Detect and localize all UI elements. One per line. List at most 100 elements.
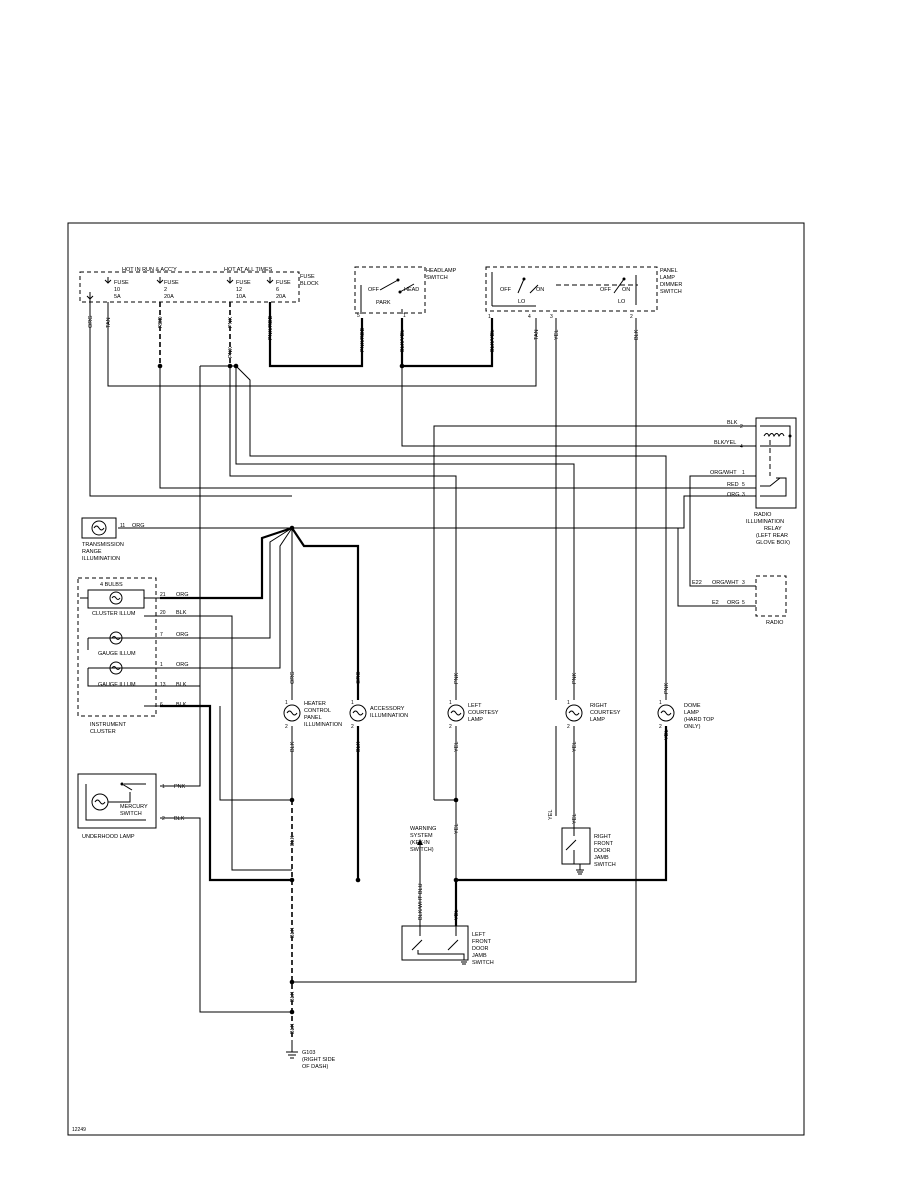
svg-text:BLK: BLK xyxy=(290,741,296,752)
svg-text:PNK/RED: PNK/RED xyxy=(268,316,274,340)
svg-text:SWITCH: SWITCH xyxy=(660,289,682,295)
svg-text:2: 2 xyxy=(630,314,633,320)
fuse-block: HOT IN RUN & ACC'Y HOT AT ALL TIMES FUSE… xyxy=(79,267,319,303)
svg-text:FUSE: FUSE xyxy=(300,274,315,280)
dome-lamp: 1 2 DOME LAMP (HARD TOP ONLY) xyxy=(657,700,714,730)
svg-text:JAMB: JAMB xyxy=(472,953,487,959)
svg-text:CLUSTER ILLUM: CLUSTER ILLUM xyxy=(92,611,136,617)
svg-text:BLK/YEL: BLK/YEL xyxy=(714,440,736,446)
svg-text:ONLY): ONLY) xyxy=(684,724,701,730)
left-courtesy-lamp: 1 2 LEFT COURTESY LAMP xyxy=(447,700,499,730)
svg-text:RADIO: RADIO xyxy=(754,512,772,518)
left-front-door-jamb-switch: LEFT FRONT DOOR JAMB SWITCH xyxy=(401,925,494,966)
svg-text:ON: ON xyxy=(622,287,630,293)
svg-text:FRONT: FRONT xyxy=(472,939,492,945)
svg-text:OFF: OFF xyxy=(600,287,612,293)
svg-text:PANEL: PANEL xyxy=(304,715,322,721)
svg-text:ORG: ORG xyxy=(356,671,362,684)
right-courtesy-lamp: 1 2 RIGHT COURTESY LAMP xyxy=(565,700,621,730)
svg-text:RANGE: RANGE xyxy=(82,549,102,555)
svg-text:HOT IN RUN & ACC'Y: HOT IN RUN & ACC'Y xyxy=(122,267,177,273)
svg-text:2: 2 xyxy=(351,724,354,730)
svg-text:(RIGHT SIDE: (RIGHT SIDE xyxy=(302,1057,336,1063)
fuse-10: FUSE 10 5A xyxy=(104,277,129,300)
svg-text:13: 13 xyxy=(160,682,166,688)
svg-text:2: 2 xyxy=(449,724,452,730)
svg-text:YEL: YEL xyxy=(454,910,460,920)
svg-text:YEL: YEL xyxy=(454,824,460,834)
svg-text:PARK: PARK xyxy=(376,300,391,306)
svg-text:PANEL: PANEL xyxy=(660,268,678,274)
svg-text:GAUGE ILLUM: GAUGE ILLUM xyxy=(98,682,136,688)
svg-text:4: 4 xyxy=(528,314,531,320)
svg-text:BLK: BLK xyxy=(290,927,296,938)
svg-text:21: 21 xyxy=(160,592,166,598)
svg-text:ON: ON xyxy=(536,287,544,293)
radio-illumination-relay: BLK 2 BLK/YEL 4 ORG/WHT 1 RED 5 ORG 3 RA… xyxy=(710,417,797,546)
svg-text:BLK: BLK xyxy=(290,991,296,1002)
figure-id: 12249 xyxy=(72,1127,86,1133)
svg-text:PNK/RED: PNK/RED xyxy=(360,328,366,352)
svg-text:COURTESY: COURTESY xyxy=(590,710,621,716)
svg-text:1: 1 xyxy=(403,313,406,319)
wires xyxy=(89,302,756,1040)
svg-text:RADIO: RADIO xyxy=(766,620,784,626)
svg-text:2: 2 xyxy=(285,724,288,730)
svg-text:BLK: BLK xyxy=(356,741,362,752)
svg-text:SWITCH: SWITCH xyxy=(594,862,616,868)
svg-text:YEL: YEL xyxy=(554,330,560,340)
svg-text:OFF: OFF xyxy=(368,287,380,293)
svg-text:PNK: PNK xyxy=(174,784,186,790)
svg-text:5A: 5A xyxy=(114,294,121,300)
svg-text:PNK: PNK xyxy=(228,316,234,328)
svg-text:1: 1 xyxy=(567,700,570,706)
svg-text:LAMP: LAMP xyxy=(660,275,675,281)
svg-text:(LEFT REAR: (LEFT REAR xyxy=(756,533,788,539)
svg-text:1: 1 xyxy=(659,700,662,706)
fuse-12: FUSE 12 10A xyxy=(226,277,251,300)
svg-text:SYSTEM: SYSTEM xyxy=(410,833,433,839)
svg-text:TRANSMISSION: TRANSMISSION xyxy=(82,542,124,548)
svg-text:1: 1 xyxy=(160,662,163,668)
splice-points xyxy=(157,363,459,1015)
svg-text:7: 7 xyxy=(160,632,163,638)
svg-text:1: 1 xyxy=(162,784,165,790)
svg-text:20A: 20A xyxy=(276,294,286,300)
underhood-lamp: MERCURY SWITCH 1 PNK 2 BLK UNDERHOOD LAM… xyxy=(77,773,186,840)
svg-text:ORG: ORG xyxy=(176,592,189,598)
warning-system-arrow: WARNING SYSTEM (KEY-IN SWITCH) xyxy=(410,826,436,853)
svg-text:YEL: YEL xyxy=(548,810,554,820)
svg-text:E22: E22 xyxy=(692,580,702,586)
svg-text:RED: RED xyxy=(158,316,164,328)
diagram-frame xyxy=(67,222,805,1136)
svg-text:COURTESY: COURTESY xyxy=(468,710,499,716)
svg-text:11: 11 xyxy=(120,523,125,529)
svg-text:CLUSTER: CLUSTER xyxy=(90,729,116,735)
svg-text:ORG: ORG xyxy=(727,600,740,606)
ground-g103: G103 (RIGHT SIDE OF DASH) xyxy=(286,1040,336,1070)
svg-text:WARNING: WARNING xyxy=(410,826,436,832)
svg-text:HEAD: HEAD xyxy=(404,287,419,293)
svg-text:ORG: ORG xyxy=(132,523,145,529)
instrument-cluster: 4 BULBS CLUSTER ILLUM GAUGE ILLUM GAUGE … xyxy=(77,577,189,735)
svg-text:RIGHT: RIGHT xyxy=(590,703,608,709)
svg-text:1: 1 xyxy=(285,700,288,706)
svg-text:BLK: BLK xyxy=(290,1023,296,1034)
svg-text:ILLUMINATION: ILLUMINATION xyxy=(82,556,120,562)
svg-text:LAMP: LAMP xyxy=(590,717,605,723)
svg-text:YEL: YEL xyxy=(572,742,578,752)
transmission-range-illumination: 11 ORG TRANSMISSION RANGE ILLUMINATION xyxy=(81,517,145,562)
svg-text:DIMMER: DIMMER xyxy=(660,282,682,288)
svg-text:BLK: BLK xyxy=(727,420,738,426)
svg-text:BLK: BLK xyxy=(634,329,640,340)
svg-text:FUSE: FUSE xyxy=(276,280,291,286)
svg-text:PNK: PNK xyxy=(454,672,460,684)
svg-text:HOT AT ALL TIMES: HOT AT ALL TIMES xyxy=(224,267,273,273)
svg-text:FUSE: FUSE xyxy=(164,280,179,286)
svg-text:BLK: BLK xyxy=(174,816,185,822)
svg-text:ORG: ORG xyxy=(727,492,740,498)
svg-text:FRONT: FRONT xyxy=(594,841,614,847)
svg-text:(KEY-IN: (KEY-IN xyxy=(410,840,430,846)
svg-text:(HARD TOP: (HARD TOP xyxy=(684,717,714,723)
